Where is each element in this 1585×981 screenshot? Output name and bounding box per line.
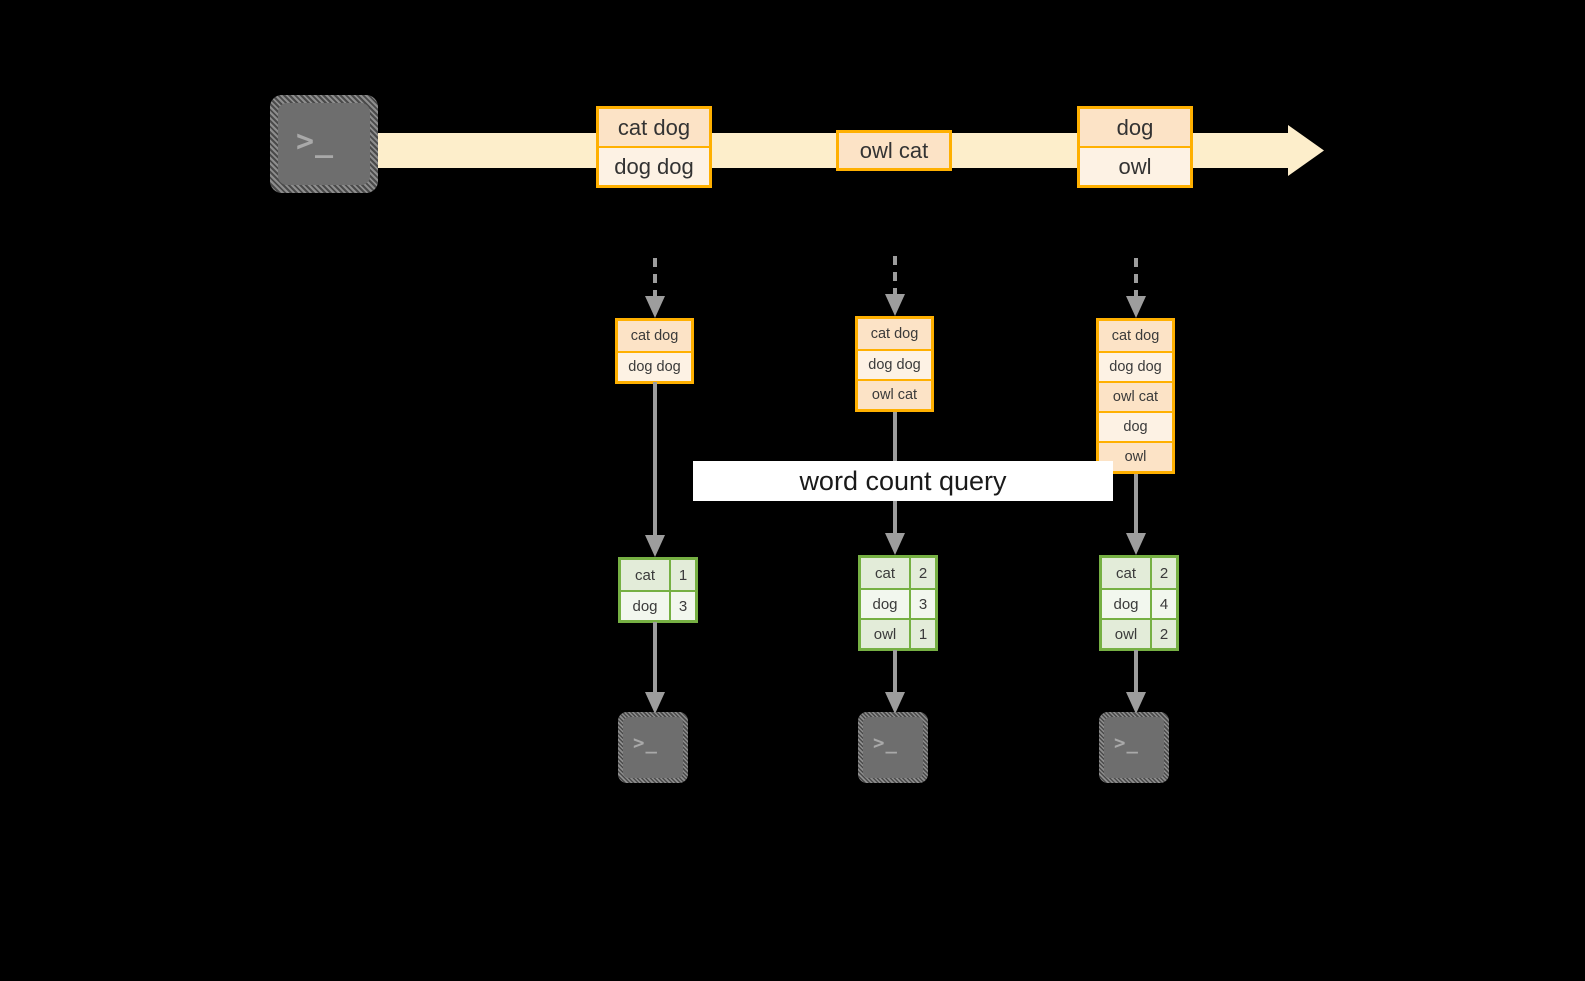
terminal-prompt-glyph: >_: [1114, 732, 1139, 754]
result-row: cat 1: [621, 560, 695, 590]
result-word: dog: [872, 595, 898, 613]
result-count: 2: [1150, 620, 1176, 648]
terminal-prompt-glyph: >_: [633, 732, 658, 754]
source-terminal-icon: >_: [270, 95, 378, 193]
arrow-shaft: [653, 258, 657, 298]
arrow-head: [1126, 692, 1146, 714]
batch-input-row: cat dog: [1099, 321, 1172, 351]
arrow-head: [1126, 296, 1146, 318]
arrow-shaft: [893, 650, 897, 694]
batch-1-result-table: cat 1 dog 3: [618, 557, 698, 623]
result-count: 3: [669, 592, 695, 620]
stream-event-2: owl cat: [836, 130, 952, 171]
arrow-head: [1126, 533, 1146, 555]
batch-2-input-table: cat dog dog dog owl cat: [855, 316, 934, 412]
query-label-text: word count query: [799, 465, 1007, 496]
batch-input-row: dog dog: [1099, 351, 1172, 381]
stream-event-line: cat dog: [599, 109, 709, 146]
terminal-prompt-glyph: >_: [873, 732, 898, 754]
result-count: 3: [909, 590, 935, 618]
arrow-shaft: [893, 256, 897, 296]
stream-event-line: owl: [1080, 146, 1190, 185]
arrow-head: [645, 535, 665, 557]
arrow-shaft: [1134, 474, 1138, 535]
batch-3-input-table: cat dog dog dog owl cat dog owl: [1096, 318, 1175, 474]
batch-3-result-table: cat 2 dog 4 owl 2: [1099, 555, 1179, 651]
terminal-prompt-glyph: >_: [296, 124, 335, 159]
sink-terminal-icon-3: >_: [1099, 712, 1169, 783]
batch-2-result-table: cat 2 dog 3 owl 1: [858, 555, 938, 651]
result-word: cat: [874, 564, 895, 582]
result-row: dog 3: [861, 588, 935, 618]
result-count: 1: [669, 560, 695, 590]
arrow-head: [645, 692, 665, 714]
result-row: owl 2: [1102, 618, 1176, 648]
stream-event-3: dog owl: [1077, 106, 1193, 188]
stream-event-1: cat dog dog dog: [596, 106, 712, 188]
arrow-shaft: [1134, 258, 1138, 298]
result-count: 1: [909, 620, 935, 648]
result-word: cat: [634, 566, 655, 584]
result-row: owl 1: [861, 618, 935, 648]
terminal-screen: [278, 103, 370, 185]
terminal-screen: [1104, 717, 1164, 778]
arrow-shaft: [653, 382, 657, 537]
result-count: 2: [1150, 558, 1176, 588]
result-word: dog: [1113, 595, 1139, 613]
arrow-head: [885, 294, 905, 316]
batch-input-row: cat dog: [618, 321, 691, 351]
stream-event-line: dog dog: [599, 146, 709, 185]
result-word: owl: [1114, 625, 1138, 643]
sink-terminal-icon-2: >_: [858, 712, 928, 783]
arrow-head: [885, 692, 905, 714]
batch-input-row: owl cat: [1099, 381, 1172, 411]
batch-input-row: owl cat: [858, 379, 931, 409]
sink-terminal-icon-1: >_: [618, 712, 688, 783]
result-row: dog 4: [1102, 588, 1176, 618]
batch-1-input-table: cat dog dog dog: [615, 318, 694, 384]
result-word: dog: [632, 597, 658, 615]
arrow-shaft: [653, 622, 657, 694]
query-label-banner: word count query: [693, 461, 1113, 501]
result-row: cat 2: [1102, 558, 1176, 588]
result-count: 2: [909, 558, 935, 588]
batch-input-row: dog dog: [858, 349, 931, 379]
arrow-head: [885, 533, 905, 555]
input-stream-arrowhead: [1288, 125, 1324, 176]
terminal-screen: [863, 717, 923, 778]
result-word: cat: [1115, 564, 1136, 582]
arrow-head: [645, 296, 665, 318]
result-row: cat 2: [861, 558, 935, 588]
arrow-shaft: [1134, 650, 1138, 694]
result-count: 4: [1150, 590, 1176, 618]
batch-input-row: cat dog: [858, 319, 931, 349]
batch-input-row: dog dog: [618, 351, 691, 381]
stream-event-line: owl cat: [839, 133, 949, 168]
stream-event-line: dog: [1080, 109, 1190, 146]
result-word: owl: [873, 625, 897, 643]
batch-input-row: dog: [1099, 411, 1172, 441]
result-row: dog 3: [621, 590, 695, 620]
terminal-screen: [623, 717, 683, 778]
